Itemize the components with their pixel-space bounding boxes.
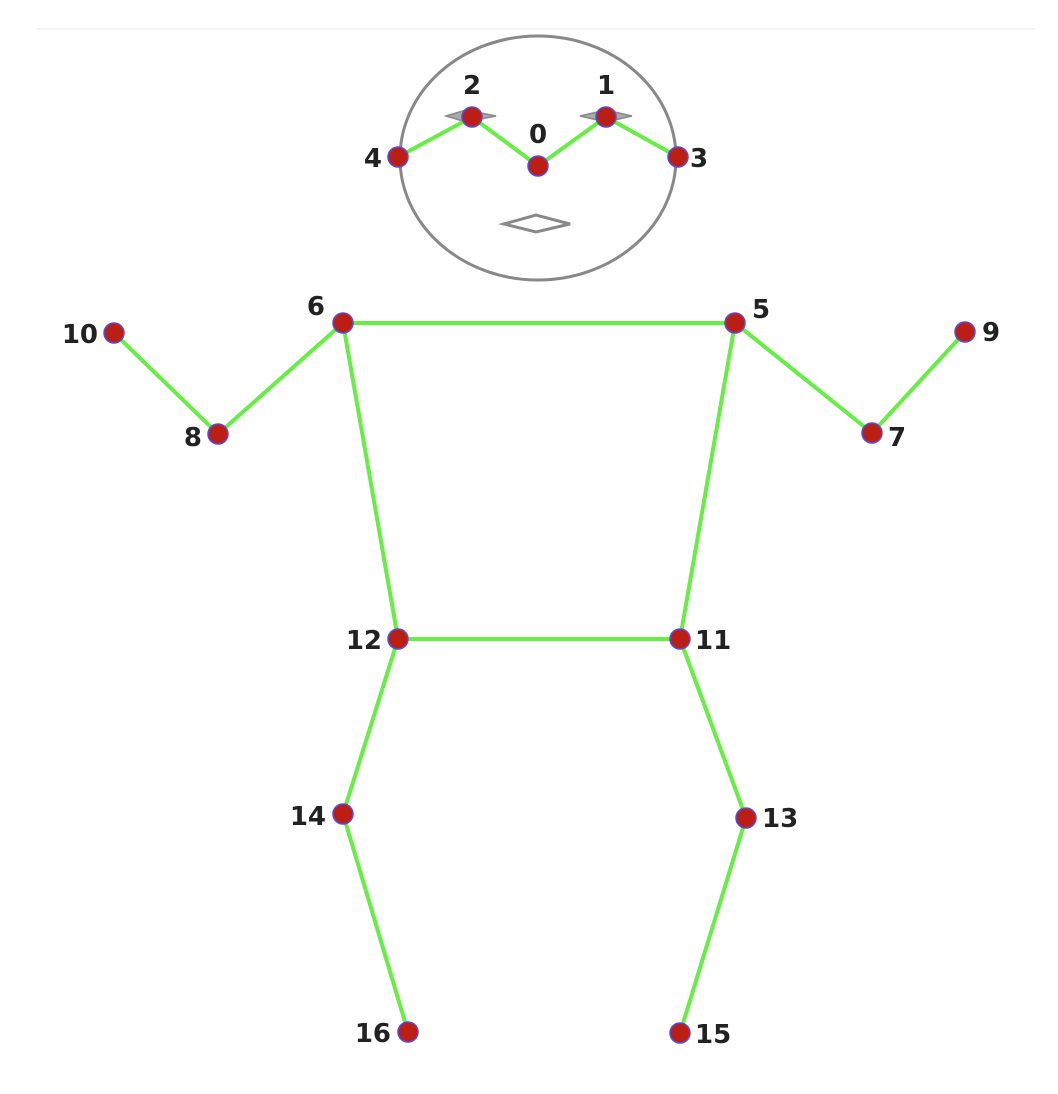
keypoint-2 — [461, 106, 483, 128]
keypoint-8 — [207, 423, 229, 445]
keypoint-label-13: 13 — [762, 804, 798, 834]
top-divider — [36, 28, 1036, 30]
keypoint-0 — [527, 155, 549, 177]
keypoint-label-9: 9 — [982, 318, 1000, 348]
mouth-shape — [498, 213, 571, 234]
keypoint-label-14: 14 — [290, 802, 326, 832]
keypoint-label-8: 8 — [184, 423, 202, 453]
bone-7-9 — [870, 330, 967, 435]
keypoint-label-7: 7 — [888, 423, 906, 453]
keypoint-7 — [861, 422, 883, 444]
keypoint-label-3: 3 — [690, 144, 708, 174]
bone-4-2 — [396, 115, 474, 159]
keypoint-9 — [954, 321, 976, 343]
keypoint-13 — [735, 807, 757, 829]
bone-12-14 — [341, 637, 400, 816]
keypoint-label-5: 5 — [752, 295, 770, 325]
bone-8-10 — [112, 331, 220, 436]
keypoint-label-2: 2 — [463, 71, 481, 101]
keypoint-14 — [332, 803, 354, 825]
bone-5-7 — [733, 321, 874, 435]
bones-layer — [112, 115, 967, 1035]
joints-layer — [103, 106, 976, 1044]
keypoint-12 — [387, 628, 409, 650]
keypoint-10 — [103, 322, 125, 344]
bone-6-8 — [216, 321, 345, 436]
keypoint-label-0: 0 — [529, 120, 547, 150]
bone-2-0 — [470, 115, 540, 168]
bone-5-11 — [678, 321, 737, 641]
keypoint-label-12: 12 — [346, 626, 382, 656]
keypoint-label-4: 4 — [364, 144, 382, 174]
bone-14-16 — [341, 812, 410, 1034]
bone-1-3 — [604, 115, 680, 159]
bone-6-12 — [341, 321, 400, 641]
bone-13-15 — [678, 816, 748, 1035]
bone-0-1 — [536, 115, 608, 168]
keypoint-6 — [332, 312, 354, 334]
keypoint-label-10: 10 — [62, 320, 98, 350]
keypoint-16 — [397, 1021, 419, 1043]
keypoint-11 — [669, 628, 691, 650]
keypoint-4 — [387, 146, 409, 168]
keypoint-1 — [595, 106, 617, 128]
keypoint-3 — [667, 146, 689, 168]
keypoint-5 — [724, 312, 746, 334]
keypoint-label-15: 15 — [695, 1020, 731, 1050]
keypoint-label-16: 16 — [355, 1019, 391, 1049]
bone-11-13 — [678, 637, 748, 820]
keypoint-label-6: 6 — [307, 292, 325, 322]
keypoint-label-1: 1 — [597, 71, 615, 101]
keypoint-15 — [669, 1022, 691, 1044]
keypoint-label-11: 11 — [695, 626, 731, 656]
